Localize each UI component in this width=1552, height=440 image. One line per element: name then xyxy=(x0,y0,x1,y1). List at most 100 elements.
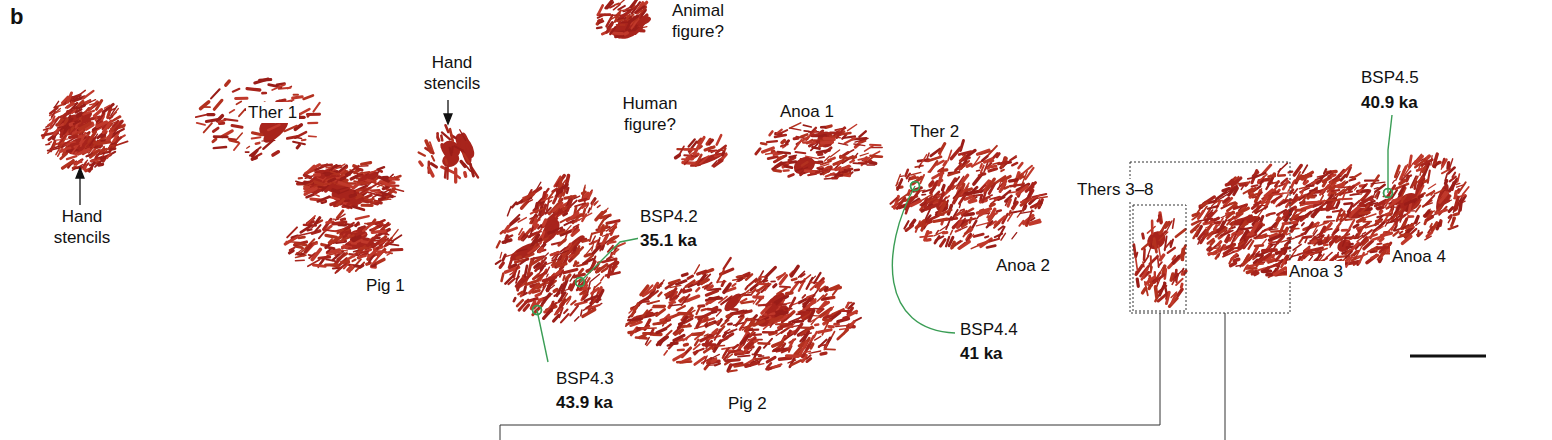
pigment-stroke xyxy=(575,203,586,206)
pigment-stroke xyxy=(563,276,564,280)
pigment-stroke xyxy=(583,240,589,242)
pigment-stroke xyxy=(318,197,330,202)
pigment-stroke xyxy=(386,242,393,246)
pigment-stroke xyxy=(759,276,765,278)
pigment-stroke xyxy=(693,333,704,335)
pigment-stroke xyxy=(629,331,633,335)
pigment-stroke xyxy=(821,126,825,129)
pigment-stroke xyxy=(68,103,77,112)
pigment-stroke xyxy=(712,360,716,362)
pigment-stroke xyxy=(50,118,52,120)
pigment-stroke xyxy=(765,287,767,290)
pigment-stroke xyxy=(444,168,447,178)
pigment-stroke xyxy=(801,159,807,160)
pigment-stroke xyxy=(419,153,425,156)
pigment-stroke xyxy=(826,126,831,127)
pigment-stroke xyxy=(682,274,687,276)
pigment-stroke xyxy=(432,156,434,161)
pigment-stroke xyxy=(506,253,517,256)
pigment-stroke xyxy=(802,137,808,141)
pigment-stroke xyxy=(598,6,603,15)
pigment-stroke xyxy=(59,135,66,144)
pigment-stroke xyxy=(211,89,220,98)
pigment-stroke xyxy=(792,266,799,276)
pigment-stroke xyxy=(795,324,802,334)
pigment-stroke xyxy=(247,146,250,148)
pigment-stroke xyxy=(543,277,556,281)
pigment-stroke xyxy=(615,35,623,38)
pigment-stroke xyxy=(359,247,370,249)
pigment-stroke xyxy=(343,245,352,247)
pigment-stroke xyxy=(652,307,664,308)
pigment-stroke xyxy=(786,166,792,167)
pigment-stroke xyxy=(509,219,519,226)
pigment-stroke xyxy=(700,319,704,324)
pigment-stroke xyxy=(823,318,831,321)
pigment-stroke xyxy=(782,349,789,352)
pigment-stroke xyxy=(354,181,365,184)
pigment-stroke xyxy=(239,109,245,116)
pigment-stroke xyxy=(463,173,467,177)
pigment-stroke xyxy=(790,123,801,128)
pigment-stroke xyxy=(870,144,881,146)
pigment-stroke xyxy=(757,293,760,296)
pigment-stroke xyxy=(739,316,744,318)
pigment-stroke xyxy=(848,303,853,308)
pigment-stroke xyxy=(73,166,76,168)
pigment-stroke xyxy=(429,168,433,176)
pigment-stroke xyxy=(539,299,543,301)
pigment-stroke xyxy=(591,274,600,281)
pigment-stroke xyxy=(79,125,83,126)
pigment-stroke xyxy=(379,198,391,200)
pigment-stroke xyxy=(803,141,815,143)
pigment-stroke xyxy=(754,295,763,299)
pigment-stroke xyxy=(631,322,642,326)
pigment-stroke xyxy=(305,188,316,194)
pigment-stroke xyxy=(380,199,387,200)
pigment-stroke xyxy=(326,185,333,191)
pigment-stroke xyxy=(464,164,470,171)
pigment-stroke xyxy=(790,312,794,315)
pigment-stroke xyxy=(763,278,766,281)
pigment-stroke xyxy=(670,304,681,305)
pigment-stroke xyxy=(42,133,54,136)
pigment-stroke xyxy=(373,254,381,264)
pigment-stroke xyxy=(846,303,848,307)
pigment-stroke xyxy=(213,139,216,142)
pigment-stroke xyxy=(502,273,504,281)
pigment-stroke xyxy=(850,157,856,158)
pigment-stroke xyxy=(732,312,742,315)
pigment-stroke xyxy=(831,288,841,290)
pigment-stroke xyxy=(97,122,106,126)
pigment-stroke xyxy=(696,288,699,291)
pigment-stroke xyxy=(327,180,336,182)
pigment-stroke xyxy=(518,292,522,294)
pigment-stroke xyxy=(736,276,743,277)
pigment-stroke xyxy=(636,6,645,12)
pigment-stroke xyxy=(794,137,798,141)
pigment-stroke xyxy=(776,329,782,332)
pigment-stroke xyxy=(724,258,731,269)
pigment-stroke xyxy=(353,207,364,210)
pigment-stroke xyxy=(861,141,865,143)
pigment-stroke xyxy=(540,201,543,203)
pigment-stroke xyxy=(686,153,693,158)
pigment-stroke xyxy=(660,340,663,345)
pigment-stroke xyxy=(657,337,667,345)
pigment-stroke xyxy=(105,105,110,108)
pigment-stroke xyxy=(362,204,372,207)
pigment-stroke xyxy=(742,325,749,330)
pigment-stroke xyxy=(819,330,831,333)
pigment-stroke xyxy=(590,234,592,242)
pigment-stroke xyxy=(51,141,55,151)
pigment-stroke xyxy=(583,310,595,317)
pigment-stroke xyxy=(758,342,769,345)
pigment-stroke xyxy=(337,199,344,205)
pigment-stroke xyxy=(299,177,302,180)
pigment-stroke xyxy=(811,284,817,290)
pigment-stroke xyxy=(746,318,758,321)
pigment-stroke xyxy=(704,334,708,336)
pigment-stroke xyxy=(344,206,352,209)
pigment-stroke xyxy=(273,152,278,155)
pigment-stroke xyxy=(579,269,583,273)
